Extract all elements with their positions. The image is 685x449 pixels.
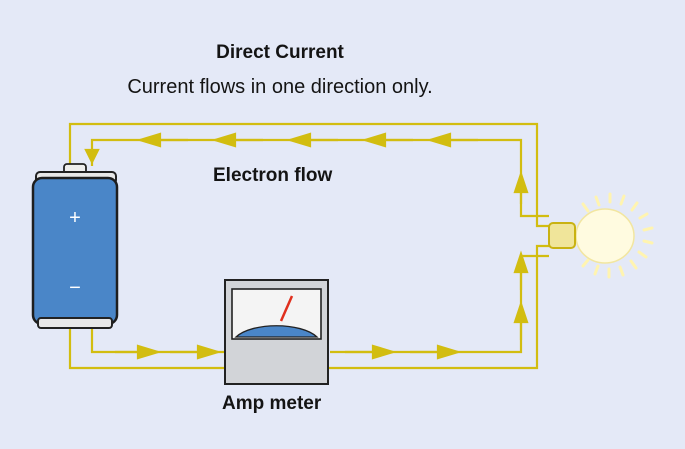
arrow-down-battery	[84, 148, 100, 165]
arrow-bottom-1	[115, 344, 162, 360]
arrow-bottom-4	[410, 344, 462, 360]
battery-negative-sign: −	[69, 277, 81, 299]
arrow-right-3	[513, 170, 529, 204]
diagram-subtitle: Current flows in one direction only.	[127, 76, 433, 98]
current-arrows	[84, 132, 529, 360]
battery	[31, 163, 119, 329]
arrow-top-4	[361, 132, 413, 148]
arrow-top-1	[136, 132, 188, 148]
arrow-top-5	[426, 132, 478, 148]
bulb-glass	[575, 208, 635, 264]
arrow-bottom-2	[170, 344, 222, 360]
meter-needle	[279, 295, 294, 322]
arrow-right-2	[513, 250, 529, 290]
amp-meter-label: Amp meter	[222, 393, 322, 414]
meter-dial	[234, 325, 319, 338]
diagram-title: Direct Current	[216, 42, 344, 63]
bulb-base	[548, 222, 576, 249]
light-bulb	[548, 192, 654, 279]
arrow-top-2	[211, 132, 263, 148]
amp-meter	[224, 279, 329, 385]
arrow-top-3	[286, 132, 338, 148]
battery-positive-sign: +	[69, 207, 81, 229]
arrow-right-1	[513, 300, 529, 340]
arrow-bottom-3	[345, 344, 397, 360]
bulb-rays	[581, 192, 654, 279]
electron-flow-label: Electron flow	[213, 165, 333, 186]
